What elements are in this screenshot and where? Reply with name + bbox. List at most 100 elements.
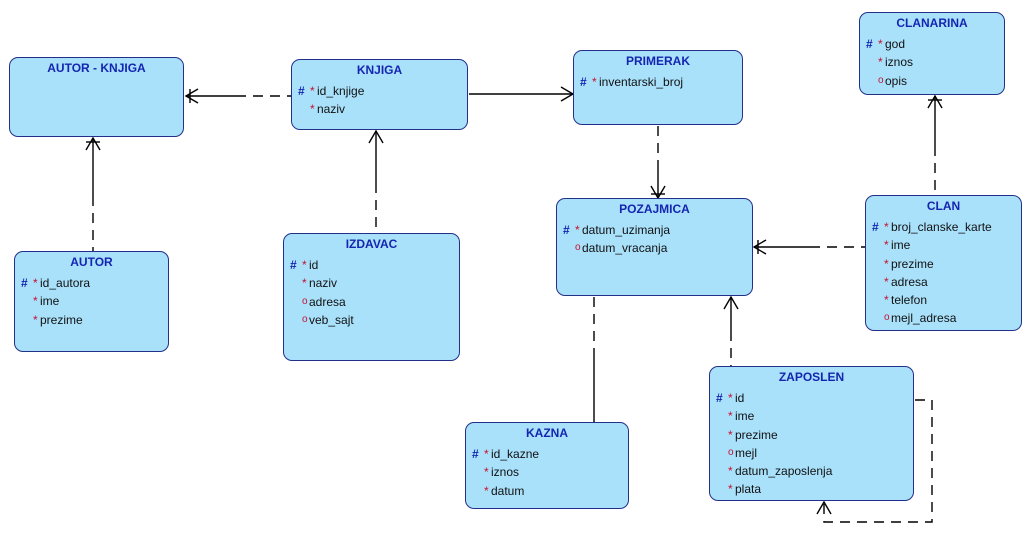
- attribute-row: *plata: [710, 480, 913, 498]
- attribute-row: #*id_autora: [15, 274, 168, 292]
- attribute-name: ime: [40, 294, 60, 309]
- entity-title: KAZNA: [526, 426, 568, 440]
- unique-identifier-mark: #: [866, 37, 873, 51]
- mandatory-mark: *: [302, 276, 307, 291]
- entity-title: CLANARINA: [896, 16, 968, 30]
- attribute-name: adresa: [309, 294, 346, 309]
- crows-foot-mark: [752, 239, 767, 255]
- mandatory-mark: *: [310, 84, 315, 98]
- unique-identifier-mark: #: [472, 447, 479, 461]
- attribute-name: datum_uzimanja: [582, 223, 671, 237]
- attribute-name: plata: [735, 482, 762, 497]
- attribute-row: *naziv: [292, 100, 467, 118]
- attribute-name: inventarski_broj: [599, 75, 684, 89]
- attribute-row: # *id_kazne: [466, 445, 628, 463]
- entity-kazna[interactable]: KAZNA#*id_kazne*iznos*datum: [465, 422, 629, 509]
- mandatory-mark: *: [884, 274, 889, 289]
- attribute-row: *datum: [466, 482, 628, 500]
- attribute-row: # *god: [860, 35, 1004, 53]
- attribute-row: *telefon: [866, 291, 1021, 309]
- optional-mark: o: [728, 446, 734, 458]
- entity-title: KNJIGA: [356, 63, 403, 77]
- attribute-name: telefon: [891, 293, 928, 308]
- attribute-name: adresa: [891, 274, 928, 289]
- unique-identifier-mark: #: [580, 75, 587, 89]
- crows-foot-mark: [723, 295, 739, 310]
- attribute-name: ime: [735, 409, 755, 424]
- attribute-name: id_kazne: [491, 447, 540, 461]
- mandatory-mark: *: [484, 465, 489, 480]
- entity-autor[interactable]: AUTOR#*id_autora*ime*prezime: [14, 251, 169, 352]
- crows-foot-mark: [816, 500, 832, 515]
- mandatory-mark: *: [310, 102, 315, 117]
- mandatory-mark: *: [884, 293, 889, 308]
- attribute-list: # *inventarski_broj: [574, 73, 742, 91]
- attribute-row: *ime: [866, 236, 1021, 254]
- attribute-row: *iznos: [466, 463, 628, 481]
- unique-identifier-mark: #: [290, 258, 297, 272]
- optional-mark: o: [302, 313, 308, 325]
- attribute-row: #*id_knjige: [292, 82, 467, 100]
- entity-autor-knjiga[interactable]: AUTOR - KNJIGA: [9, 57, 184, 137]
- attribute-row: *prezime: [866, 255, 1021, 273]
- entity-title: AUTOR - KNJIGA: [47, 61, 146, 75]
- mandatory-mark: *: [884, 220, 889, 234]
- entity-title: POZAJMICA: [619, 202, 690, 216]
- mandatory-mark: *: [878, 37, 883, 51]
- optional-mark: o: [878, 74, 884, 86]
- attribute-list: #*id_knjige*naziv: [292, 82, 467, 119]
- mandatory-mark: *: [884, 238, 889, 253]
- attribute-row: # *id: [710, 389, 913, 407]
- attribute-row: #*datum_uzimanja: [557, 221, 752, 239]
- mandatory-mark: *: [484, 447, 489, 461]
- unique-identifier-mark: #: [716, 391, 723, 405]
- mandatory-mark: *: [33, 276, 38, 290]
- attribute-row: *prezime: [710, 426, 913, 444]
- attribute-name: iznos: [491, 465, 520, 480]
- attribute-list: #*broj_clanske_karte*ime*prezime*adresa*…: [866, 218, 1021, 328]
- attribute-row: *iznos: [860, 53, 1004, 71]
- attribute-name: iznos: [885, 55, 914, 70]
- optional-mark: o: [302, 295, 308, 307]
- attribute-list: #*id_kazne*iznos*datum: [466, 445, 628, 500]
- unique-identifier-mark: #: [21, 276, 28, 290]
- entity-knjiga[interactable]: KNJIGA#*id_knjige*naziv: [291, 59, 468, 130]
- crows-foot-mark: [368, 129, 384, 144]
- attribute-row: *prezime: [15, 311, 168, 329]
- attribute-name: id: [309, 258, 319, 272]
- attribute-name: prezime: [891, 256, 934, 271]
- mandatory-mark: *: [728, 464, 733, 479]
- attribute-name: naziv: [309, 276, 338, 291]
- mandatory-mark: *: [728, 391, 733, 405]
- attribute-name: id: [735, 391, 745, 405]
- mandatory-mark: *: [575, 223, 580, 237]
- entity-clan[interactable]: CLAN#*broj_clanske_karte*ime*prezime*adr…: [865, 195, 1022, 331]
- attribute-name: ime: [891, 238, 911, 253]
- attribute-list: #*id_autora*ime*prezime: [15, 274, 168, 329]
- mandatory-mark: *: [592, 75, 597, 89]
- entity-primerak[interactable]: PRIMERAK#*inventarski_broj: [573, 50, 743, 125]
- mandatory-mark: *: [302, 258, 307, 272]
- attribute-row: *ime: [15, 292, 168, 310]
- mandatory-mark: *: [484, 483, 489, 498]
- attribute-row: # *id: [284, 256, 459, 274]
- unique-identifier-mark: #: [298, 84, 305, 98]
- mandatory-mark: *: [33, 312, 38, 327]
- entity-title: CLAN: [926, 199, 961, 213]
- crows-foot-mark: [927, 94, 943, 109]
- attribute-name: god: [885, 37, 906, 51]
- attribute-name: veb_sajt: [309, 312, 354, 327]
